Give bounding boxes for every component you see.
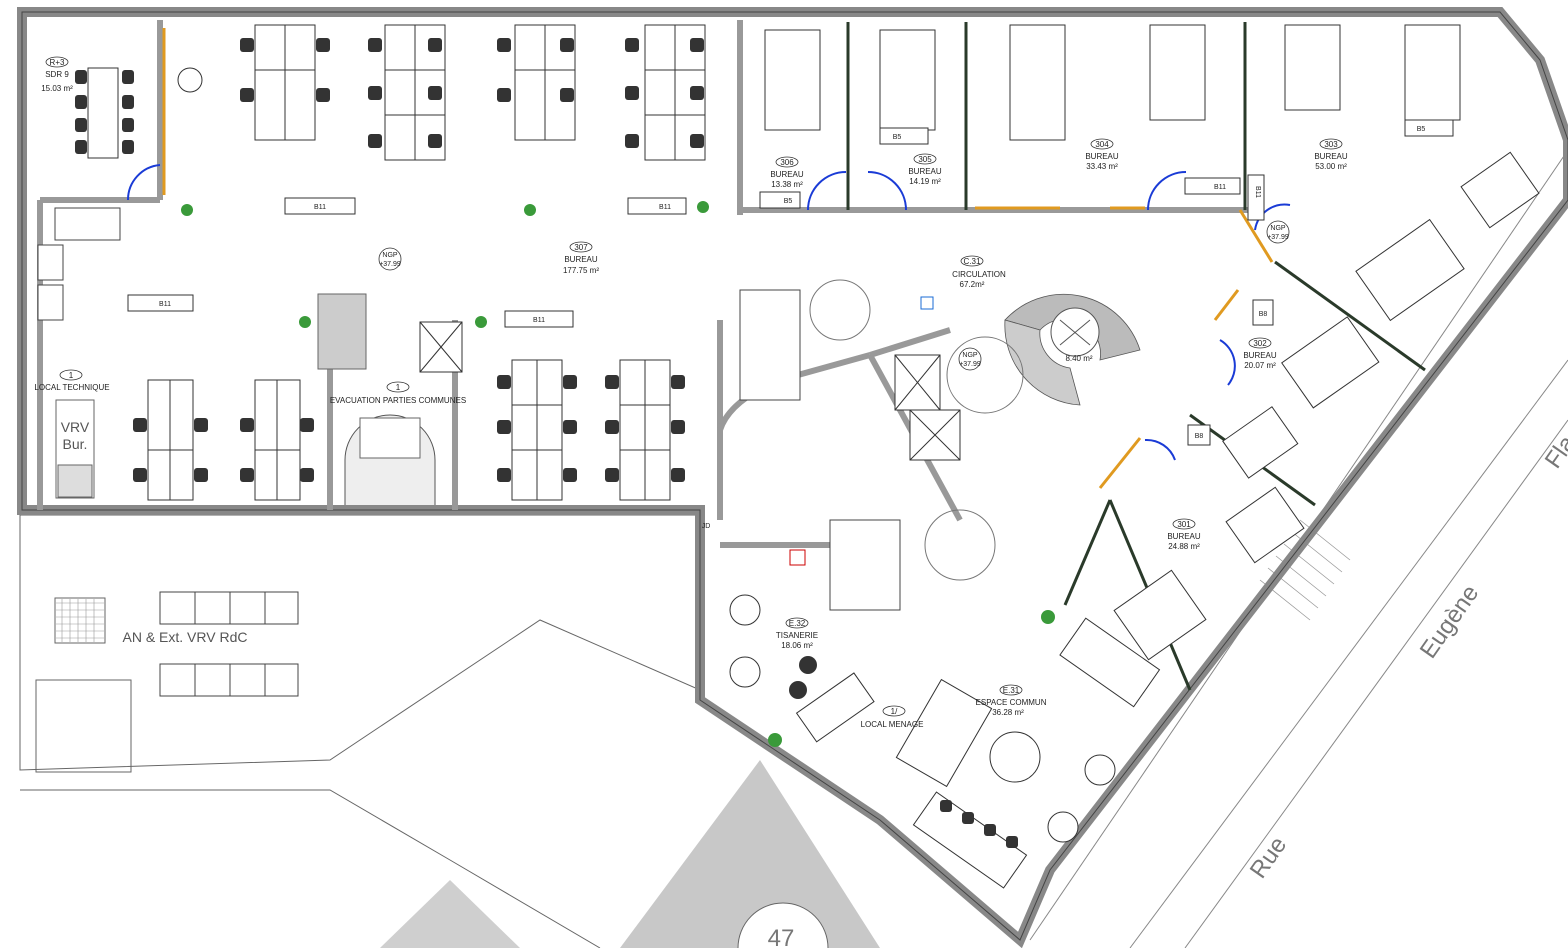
room-303-name: BUREAU <box>1314 152 1348 161</box>
room-e31-area: 36.28 m² <box>992 708 1024 717</box>
room-302-name: BUREAU <box>1243 351 1277 360</box>
room-sdr9-area: 15.03 m² <box>41 84 73 93</box>
room-e31-name: ESPACE COMMUN <box>976 698 1047 707</box>
tag-b8: B8 <box>1195 433 1204 440</box>
room-305-area: 14.19 m² <box>909 177 941 186</box>
room-307-area: 177.75 m² <box>563 266 599 275</box>
room-c31-id: C.31 <box>964 257 981 266</box>
stair-area: 8.40 m² <box>1065 354 1092 363</box>
room-e32-area: 18.06 m² <box>781 641 813 650</box>
ngp-value: +37.99 <box>959 361 981 368</box>
tag-b5: B5 <box>784 198 793 205</box>
jd-label: JD <box>702 523 711 530</box>
room-302-id: 302 <box>1253 339 1267 348</box>
room-e32-id: E.32 <box>789 619 806 628</box>
room-304-area: 33.43 m² <box>1086 162 1118 171</box>
room-c31-name: CIRCULATION <box>952 270 1006 279</box>
tag-b11: B11 <box>1214 184 1226 191</box>
room-302-area: 20.07 m² <box>1244 361 1276 370</box>
room-e31-id: E.31 <box>1003 686 1020 695</box>
street-word-fla: Fla <box>1540 430 1568 473</box>
ngp-value: +37.99 <box>379 261 401 268</box>
ngp-label: NGP <box>382 252 398 259</box>
an-ext-label: AN & Ext. VRV RdC <box>122 629 247 645</box>
room-301-name: BUREAU <box>1167 532 1201 541</box>
vrv-label-line2: Bur. <box>63 436 88 452</box>
room-e32-name: TISANERIE <box>776 631 818 640</box>
ngp-label: NGP <box>962 352 978 359</box>
tag-b11: B11 <box>1254 186 1261 198</box>
local-tech-id: 1 <box>69 371 74 380</box>
room-303-id: 303 <box>1324 140 1338 149</box>
tag-b11: B11 <box>159 301 171 308</box>
building-number: 47 <box>768 925 795 948</box>
tag-b11: B11 <box>533 317 545 324</box>
menage-id: 1/ <box>891 707 898 716</box>
menage-name: LOCAL MENAGE <box>861 720 924 729</box>
room-305-id: 305 <box>918 155 932 164</box>
tag-b11: B11 <box>659 204 671 211</box>
evac-id: 1 <box>396 383 401 392</box>
room-301-id: 301 <box>1177 520 1191 529</box>
room-305-name: BUREAU <box>908 167 942 176</box>
ngp-label: NGP <box>1270 225 1286 232</box>
room-304-name: BUREAU <box>1085 152 1119 161</box>
ngp-value: +37.99 <box>1267 234 1289 241</box>
local-tech-name: LOCAL TECHNIQUE <box>34 383 109 392</box>
room-307-name: BUREAU <box>564 255 598 264</box>
room-303-area: 53.00 m² <box>1315 162 1347 171</box>
room-301-area: 24.88 m² <box>1168 542 1200 551</box>
room-304-id: 304 <box>1095 140 1109 149</box>
street-word-eugene: Eugène <box>1415 580 1485 663</box>
tag-b5: B5 <box>893 134 902 141</box>
tag-b8: B8 <box>1259 311 1268 318</box>
tag-b11: B11 <box>314 204 326 211</box>
street-word-rue: Rue <box>1245 832 1292 884</box>
tag-b5: B5 <box>1417 126 1426 133</box>
room-306-id: 306 <box>780 158 794 167</box>
vrv-label-line1: VRV <box>61 419 90 435</box>
room-sdr9-id: R+3 <box>50 58 65 67</box>
room-sdr9-name: SDR 9 <box>45 70 69 79</box>
room-307-id: 307 <box>574 243 588 252</box>
room-306-name: BUREAU <box>770 170 804 179</box>
evac-name: EVACUATION PARTIES COMMUNES <box>330 396 466 405</box>
room-c31-area: 67.2m² <box>960 280 985 289</box>
room-306-area: 13.38 m² <box>771 180 803 189</box>
